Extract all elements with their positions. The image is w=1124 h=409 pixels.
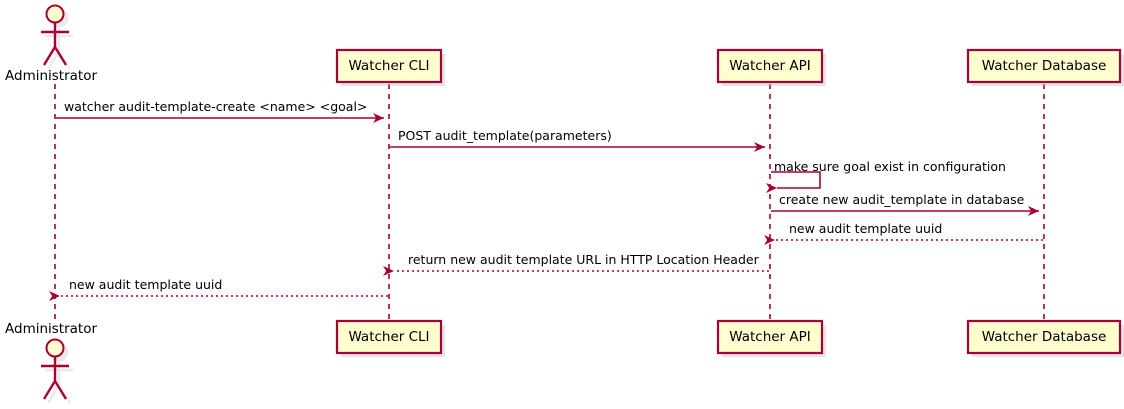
actor-figure-top (41, 4, 73, 70)
message-label-6: return new audit template URL in HTTP Lo… (408, 252, 759, 267)
participant-label-watcher-cli-bottom: Watcher CLI (348, 329, 430, 345)
participant-box-watcher-api-top[interactable] (716, 48, 824, 84)
message-3-watcher-api-to-watcher-api (766, 171, 821, 193)
participant-label-watcher-cli-top: Watcher CLI (348, 58, 430, 74)
participant-box-watcher-api-bottom[interactable] (716, 319, 824, 355)
participant-box-watcher-database-bottom[interactable] (966, 319, 1122, 355)
actor-label-administrator-top: Administrator (5, 68, 98, 84)
messages-group (49, 113, 1043, 301)
participant-label-watcher-database-bottom: Watcher Database (981, 329, 1107, 345)
actor-label-administrator-bottom: Administrator (5, 321, 98, 337)
participant-label-watcher-api-bottom: Watcher API (729, 329, 811, 345)
participant-boxes-group (335, 48, 1124, 357)
actor-leg-right (53, 380, 68, 400)
actor-head (45, 4, 65, 24)
actor-figure-bottom (41, 338, 73, 404)
participant-label-watcher-database-top: Watcher Database (981, 58, 1107, 74)
participant-box-watcher-cli-bottom[interactable] (335, 319, 443, 355)
message-label-5: new audit template uuid (789, 221, 943, 236)
message-label-4: create new audit_template in database (779, 192, 1025, 207)
participant-label-watcher-api-top: Watcher API (729, 58, 811, 74)
actor-leg-left (42, 380, 57, 400)
actor-leg-right (53, 46, 68, 66)
message-label-3: make sure goal exist in configuration (774, 159, 1006, 174)
message-line-self (766, 171, 821, 193)
message-label-2: POST audit_template(parameters) (398, 128, 612, 143)
actor-leg-left (42, 46, 57, 66)
message-label-7: new audit template uuid (69, 277, 223, 292)
actor-head (45, 338, 65, 358)
participant-box-watcher-cli-top[interactable] (335, 48, 443, 84)
participant-box-watcher-database-top[interactable] (966, 48, 1122, 84)
actors-group (41, 4, 73, 404)
message-label-1: watcher audit-template-create <name> <go… (64, 99, 368, 114)
